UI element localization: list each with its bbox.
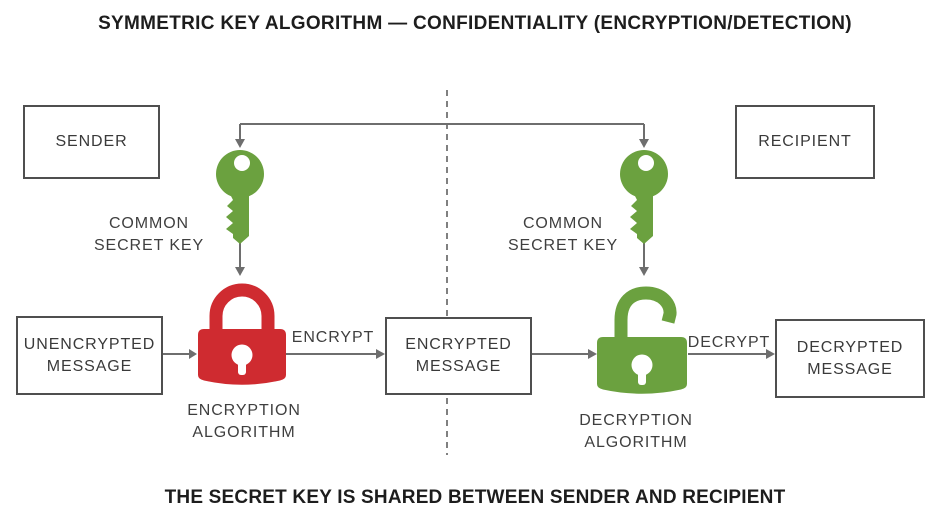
recipient-box: RECIPIENT bbox=[735, 105, 875, 179]
encryption-label-line1: ENCRYPTION bbox=[187, 402, 301, 419]
key-icon bbox=[216, 150, 264, 244]
encryption-label-line2: ALGORITHM bbox=[192, 424, 296, 442]
unencrypted-message-line2: MESSAGE bbox=[46, 357, 133, 375]
left-common-secret-key-label: COMMON SECRET KEY bbox=[94, 213, 204, 258]
encrypted-message-line1: ENCRYPTED bbox=[405, 336, 512, 354]
left-key-label-line1: COMMON bbox=[108, 215, 190, 232]
key-icon bbox=[620, 150, 668, 244]
decrypted-message-line2: MESSAGE bbox=[807, 360, 893, 378]
bottom-caption: THE SECRET KEY IS SHARED BETWEEN SENDER … bbox=[164, 487, 786, 508]
sender-label: SENDER bbox=[55, 133, 128, 151]
shared-key-connector bbox=[163, 123, 766, 355]
encrypted-message-line2: MESSAGE bbox=[415, 358, 502, 375]
right-common-secret-key-label: COMMON SECRET KEY bbox=[508, 213, 618, 258]
left-key-label-line2: SECRET KEY bbox=[93, 237, 205, 255]
decryption-label-line1: DECRYPTION bbox=[579, 412, 693, 429]
encrypt-arrow-label: ENCRYPT bbox=[291, 329, 375, 346]
closed-padlock-icon bbox=[198, 283, 286, 385]
arrowheads bbox=[189, 139, 775, 359]
unencrypted-message-line1: UNENCRYPTED bbox=[23, 335, 156, 353]
right-key-label-line1: COMMON bbox=[522, 215, 604, 232]
decrypted-message-line1: DECRYPTED bbox=[796, 338, 904, 356]
decrypted-message-box: DECRYPTED MESSAGE bbox=[775, 319, 925, 398]
decryption-algorithm-label: DECRYPTION ALGORITHM bbox=[579, 410, 693, 455]
page-title: SYMMETRIC KEY ALGORITHM — CONFIDENTIALIT… bbox=[98, 13, 852, 34]
right-key-label-line2: SECRET KEY bbox=[507, 237, 619, 255]
decrypt-arrow-label: DECRYPT bbox=[687, 334, 771, 351]
encrypted-message-box: ENCRYPTED MESSAGE bbox=[385, 317, 532, 395]
recipient-label: RECIPIENT bbox=[758, 133, 852, 151]
open-padlock-icon bbox=[597, 286, 687, 394]
unencrypted-message-box: UNENCRYPTED MESSAGE bbox=[16, 316, 163, 395]
encryption-algorithm-label: ENCRYPTION ALGORITHM bbox=[187, 400, 301, 445]
sender-box: SENDER bbox=[23, 105, 160, 179]
decryption-label-line2: ALGORITHM bbox=[584, 434, 688, 452]
